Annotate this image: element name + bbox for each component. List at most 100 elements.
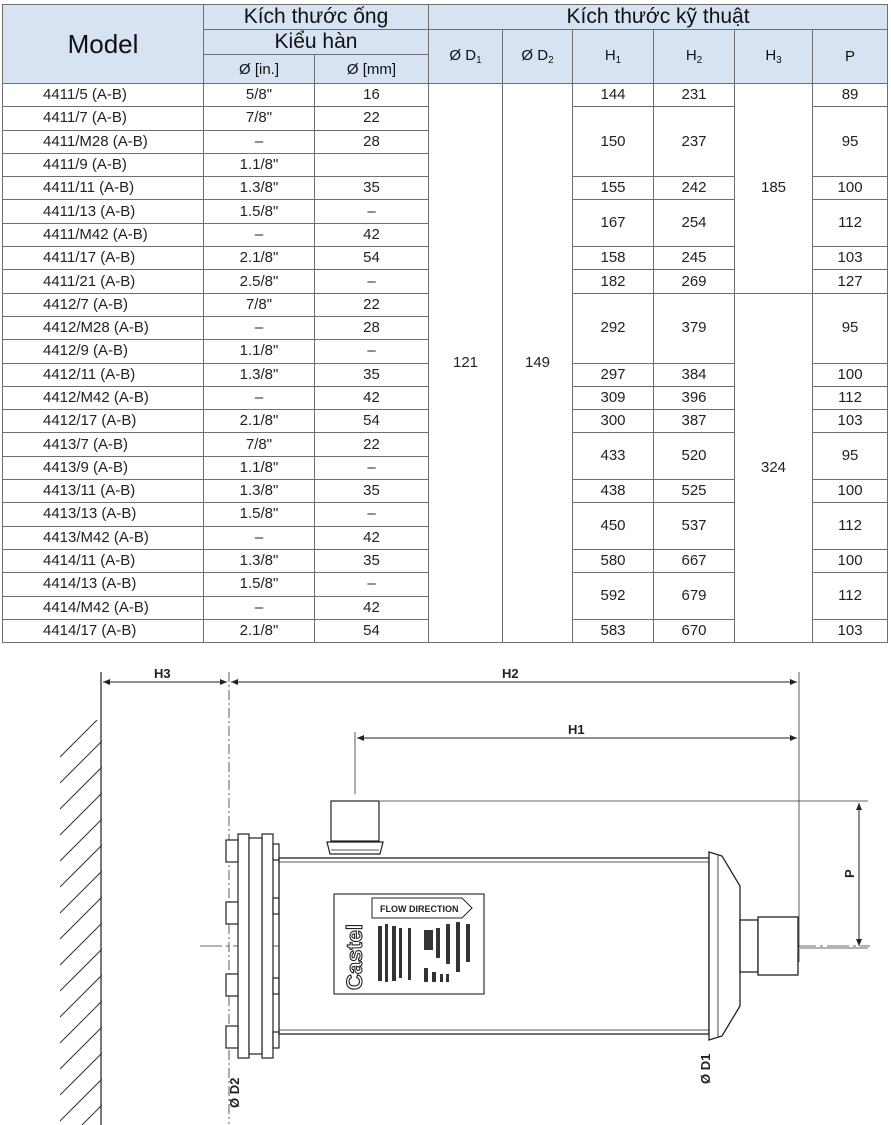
dim-label-h1: H1: [568, 722, 585, 737]
model-cell: 4411/13 (A-B): [2, 199, 204, 224]
wall-hatching: [60, 672, 102, 1125]
inch-cell: 2.1/8": [203, 618, 315, 644]
mm-cell: –: [313, 455, 430, 481]
mm-cell: 22: [313, 292, 430, 317]
model-cell: 4411/M42 (A-B): [2, 222, 204, 248]
inch-cell: 2.1/8": [203, 246, 315, 271]
dim-label-p: P: [842, 869, 857, 878]
h1-cell: 144: [572, 82, 655, 108]
table-row: 4412/11 (A-B) 1.3/8" 35 297 384 100: [2, 362, 889, 387]
inch-cell: –: [203, 525, 315, 550]
mm-cell: –: [313, 502, 430, 527]
h2-cell: 525: [653, 479, 736, 504]
inch-cell: 5/8": [203, 82, 315, 108]
inch-cell: 1.3/8": [203, 362, 315, 387]
model-cell: 4412/M28 (A-B): [2, 315, 204, 341]
inlet-connector: [326, 800, 384, 855]
table-row: 4413/7 (A-B) 7/8" 22 433 520 95: [2, 432, 889, 481]
mm-cell: 54: [313, 246, 430, 271]
h1-cell: 580: [572, 548, 655, 574]
p-cell: 100: [812, 548, 889, 574]
h1-cell: 309: [572, 385, 655, 411]
table-row: 4414/M42 (A-B) – 42: [2, 595, 888, 620]
h2-cell: 231: [653, 82, 736, 108]
mm-cell: 42: [313, 525, 430, 550]
table-row: 4411/7 (A-B) 7/8" 22 150 237 95: [2, 106, 889, 178]
dim-label-h3: H3: [154, 666, 171, 681]
mm-cell: 42: [313, 595, 430, 620]
mm-cell: 54: [313, 409, 430, 434]
inch-cell: –: [203, 222, 315, 248]
mm-cell: 42: [313, 385, 430, 411]
h1-cell: 450: [572, 502, 655, 550]
p-cell: 103: [812, 618, 889, 644]
inch-cell: 1.5/8": [203, 199, 315, 224]
table-row: 4413/11 (A-B) 1.3/8" 35 438 525 100: [2, 479, 889, 504]
h2-cell: 242: [653, 176, 736, 201]
p-cell: 95: [812, 432, 889, 481]
mm-cell: 35: [313, 362, 430, 387]
mm-cell: 22: [313, 106, 430, 131]
h1-cell: 592: [572, 572, 655, 620]
inch-cell: 7/8": [203, 292, 315, 317]
p-cell: 103: [812, 409, 889, 434]
p-cell: 112: [812, 572, 889, 620]
model-cell: 4413/11 (A-B): [2, 479, 204, 504]
model-cell: 4414/11 (A-B): [2, 548, 204, 574]
dim-label-h2: H2: [502, 666, 519, 681]
h1-cell: 167: [572, 199, 655, 248]
table-row: 4411/17 (A-B) 2.1/8" 54 158 245 103: [2, 246, 889, 271]
nameplate: Castel FLOW DIRECTION: [333, 893, 485, 995]
h1-cell: 433: [572, 432, 655, 481]
h2-cell: 679: [653, 572, 736, 620]
inch-cell: 1.1/8": [203, 455, 315, 481]
inch-cell: 1.5/8": [203, 502, 315, 527]
dim-label-d2: Ø D2: [227, 1078, 242, 1108]
h1-cell: 583: [572, 618, 655, 644]
inch-cell: 1.1/8": [203, 152, 315, 178]
model-cell: 4413/9 (A-B): [2, 455, 204, 481]
weld-type-header: Kiểu hàn: [202, 29, 430, 55]
inch-cell: –: [203, 315, 315, 341]
inch-cell: 7/8": [203, 432, 315, 457]
technical-drawing: Castel FLOW DIRECTION H3 H2 H1 P Ø D1 Ø …: [60, 666, 870, 1125]
inch-cell: 1.3/8": [203, 176, 315, 201]
model-cell: 4412/7 (A-B): [2, 292, 204, 317]
p-cell: 112: [812, 199, 889, 248]
h2-cell: 520: [653, 432, 736, 481]
model-cell: 4414/M42 (A-B): [2, 595, 204, 620]
h2-cell: 537: [653, 502, 736, 550]
p-header: P: [812, 29, 889, 84]
h2-cell: 379: [653, 292, 736, 364]
h2-cell: 269: [653, 269, 736, 294]
model-cell: 4413/M42 (A-B): [2, 525, 204, 550]
model-cell: 4411/17 (A-B): [2, 246, 204, 271]
inch-cell: 2.1/8": [203, 409, 315, 434]
model-cell: 4412/11 (A-B): [2, 362, 204, 387]
h2-cell: 387: [653, 409, 736, 434]
p-cell: 95: [812, 106, 889, 178]
h2-cell: 384: [653, 362, 736, 387]
table-row: 4413/13 (A-B) 1.5/8" – 450 537 112: [2, 502, 889, 550]
inch-unit-header: Ø [in.]: [203, 54, 315, 84]
pipe-size-header: Kích thước ống: [202, 4, 430, 30]
p-cell: 95: [812, 292, 889, 364]
h3-cell: 185: [734, 83, 814, 294]
inch-cell: 1.3/8": [203, 479, 315, 504]
h2-header: H2: [653, 29, 736, 84]
model-header: Model: [2, 4, 204, 84]
flange: [225, 833, 280, 1059]
d1-header: Ø D1: [428, 29, 504, 84]
h2-cell: 245: [653, 246, 736, 271]
model-cell: 4411/11 (A-B): [2, 176, 204, 201]
mm-cell: 16: [313, 82, 430, 108]
inch-cell: –: [203, 595, 315, 620]
table-row: 4411/5 (A-B) 5/8" 16 121 149 144 231 185…: [2, 82, 889, 644]
p-cell: 100: [812, 362, 889, 387]
model-cell: 4411/9 (A-B): [2, 152, 204, 178]
mm-cell: –: [313, 199, 430, 224]
p-cell: 103: [812, 246, 889, 271]
mm-cell: 28: [313, 129, 430, 154]
d2-header: Ø D2: [502, 29, 574, 84]
h1-cell: 158: [572, 246, 655, 271]
